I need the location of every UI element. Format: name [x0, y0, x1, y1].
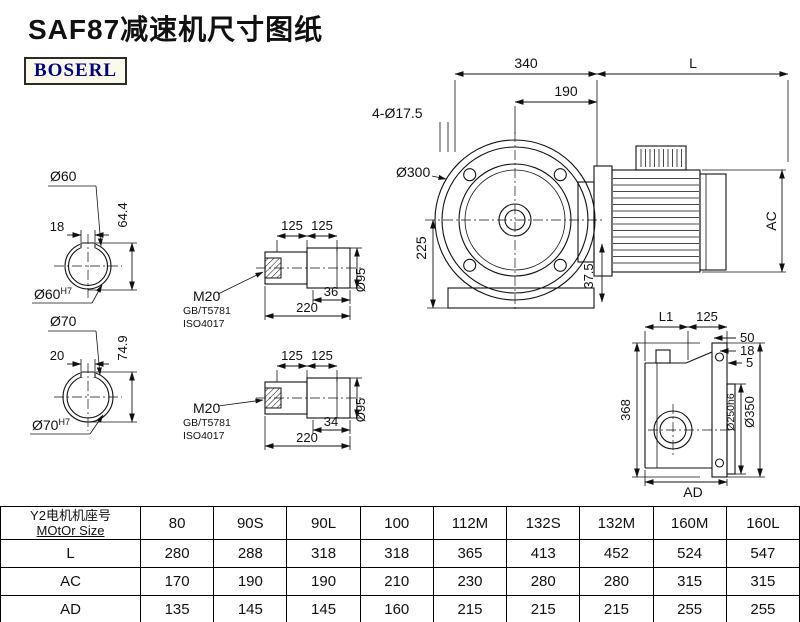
cell: 215 [506, 595, 581, 622]
dim-225: 225 [413, 236, 429, 260]
dim-36: 36 [324, 284, 338, 299]
dim-5: 5 [746, 355, 753, 370]
cell: 190 [286, 567, 361, 596]
dim-spigot-dia: Ø250h6 [725, 393, 737, 431]
dim-368: 368 [618, 399, 633, 421]
row-label: AC [0, 567, 141, 596]
table-row-L: L 280 288 318 318 365 413 452 524 547 [0, 539, 800, 568]
cell: 215 [432, 595, 508, 622]
cell: 365 [432, 539, 508, 568]
front-view: 340 L 190 4-Ø17.5 Ø300 [372, 55, 789, 312]
dimension-table: Y2电机机座号 MOtOr Size 80 90S 90L 100 112M 1… [0, 506, 800, 622]
col-header: 160L [725, 506, 800, 540]
col-header: 80 [139, 506, 215, 540]
col-header: 90L [286, 506, 361, 540]
dim-keyw-18: 18 [50, 219, 64, 234]
table-row-AD: AD 135 145 145 160 215 215 215 255 255 [0, 595, 800, 622]
motor-size-header: Y2电机机座号 MOtOr Size [0, 506, 141, 540]
dim-34: 34 [324, 414, 338, 429]
cell: 315 [652, 567, 727, 596]
dim-keyh-74-9: 74.9 [115, 335, 130, 360]
dim-125b: 125 [311, 348, 333, 363]
row-label: AD [0, 595, 141, 622]
cell: 230 [432, 567, 508, 596]
cell: 215 [579, 595, 654, 622]
table-header-row: Y2电机机座号 MOtOr Size 80 90S 90L 100 112M 1… [0, 506, 800, 540]
thread-callout: M20 [193, 400, 220, 416]
cell: 280 [579, 567, 654, 596]
cell: 255 [652, 595, 727, 622]
dim-dia-70: Ø70 [50, 313, 77, 329]
dim-L1: L1 [659, 309, 673, 324]
thread-callout: M20 [193, 288, 220, 304]
dim-190: 190 [554, 83, 578, 99]
col-header: 112M [432, 506, 508, 540]
brand-logo: BOSERL [24, 57, 128, 85]
dim-50: 50 [740, 330, 754, 345]
col-header: 160M [652, 506, 727, 540]
col-header: 132M [579, 506, 654, 540]
shaft-detail-top: 125 125 M20 GB/T5781 ISO4017 36 220 Ø95 [183, 218, 368, 330]
table-row-AC: AC 170 190 190 210 230 280 280 315 315 [0, 567, 800, 596]
technical-drawing: 340 L 190 4-Ø17.5 Ø300 [30, 55, 789, 500]
cell: 547 [725, 539, 800, 568]
dim-bore-70: Ø70H7 [32, 417, 70, 433]
dim-flange-dia: Ø300 [396, 164, 430, 180]
dim-flange-dia-side: Ø350 [742, 396, 757, 428]
dim-dia-95: Ø95 [353, 268, 368, 293]
cell: 160 [359, 595, 434, 622]
dim-220: 220 [296, 430, 318, 445]
cell: 170 [139, 567, 215, 596]
dim-125a: 125 [281, 218, 303, 233]
shaft-detail-bottom: 125 125 M20 GB/T5781 ISO4017 34 220 Ø95 [183, 348, 368, 450]
dim-AC: AC [763, 211, 779, 230]
cell: 315 [725, 567, 800, 596]
standard-gb: GB/T5781 [183, 417, 231, 429]
cell: 413 [506, 539, 581, 568]
cell: 318 [286, 539, 361, 568]
shaft-end-view-70: Ø70 20 74.9 Ø70H7 [30, 313, 137, 435]
dim-keyh-64-4: 64.4 [115, 202, 130, 227]
dim-220: 220 [296, 300, 318, 315]
dim-125: 125 [696, 309, 718, 324]
cell: 190 [213, 567, 288, 596]
page-title: SAF87减速机尺寸图纸 [28, 14, 324, 45]
dim-AD: AD [683, 484, 702, 500]
cell: 288 [213, 539, 288, 568]
cell: 135 [139, 595, 215, 622]
cell: 145 [286, 595, 361, 622]
dim-18: 18 [740, 343, 754, 358]
motor-size-header-en: MOtOr Size [36, 523, 105, 538]
dim-L: L [689, 55, 697, 71]
col-header: 132S [506, 506, 581, 540]
cell: 452 [579, 539, 654, 568]
shaft-end-view-60: Ø60 18 64.4 Ø60H7 [32, 168, 137, 304]
dim-dia-60: Ø60 [50, 168, 77, 184]
dim-125b: 125 [311, 218, 333, 233]
cell: 280 [139, 539, 215, 568]
dim-keyw-20: 20 [50, 348, 64, 363]
cell: 210 [359, 567, 434, 596]
cell: 255 [725, 595, 800, 622]
standard-gb: GB/T5781 [183, 305, 231, 317]
dim-dia-95: Ø95 [353, 398, 368, 423]
dim-340: 340 [514, 55, 538, 71]
dim-bolt-holes: 4-Ø17.5 [372, 105, 423, 121]
motor-size-header-cn: Y2电机机座号 [30, 508, 111, 523]
cell: 524 [652, 539, 727, 568]
standard-iso: ISO4017 [183, 430, 225, 442]
side-view: L1 125 50 18 5 368 Ø250h6 Ø350 [618, 309, 765, 500]
col-header: 90S [213, 506, 288, 540]
row-label: L [0, 539, 141, 568]
cell: 318 [359, 539, 434, 568]
col-header: 100 [359, 506, 434, 540]
dim-37-5: 37.5 [581, 263, 596, 288]
cell: 280 [506, 567, 581, 596]
cell: 145 [213, 595, 288, 622]
dim-125a: 125 [281, 348, 303, 363]
standard-iso: ISO4017 [183, 318, 225, 330]
dim-bore-60: Ø60H7 [34, 286, 72, 302]
